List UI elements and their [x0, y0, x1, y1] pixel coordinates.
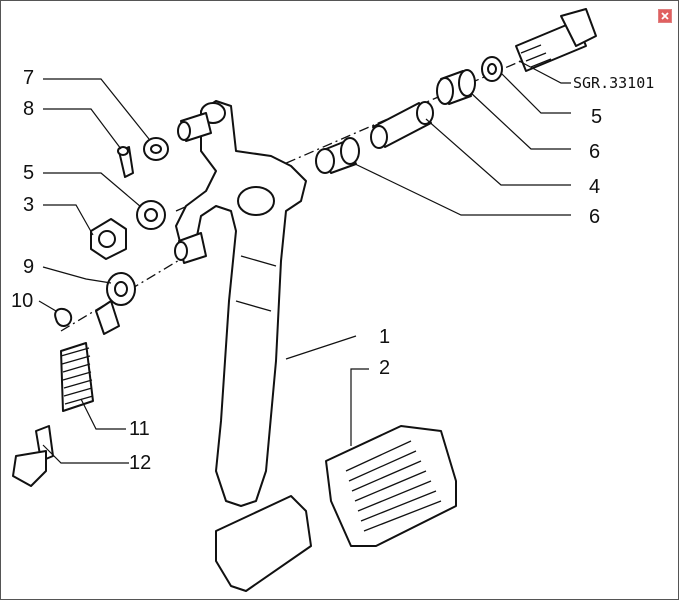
washer-5-left [136, 200, 166, 230]
label-5-right: 5 [591, 106, 602, 128]
label-5-left: 5 [23, 162, 34, 184]
pedal-pad-2 [325, 425, 457, 547]
washer-5-top [481, 56, 503, 82]
pedal-arm-1 [174, 100, 307, 507]
label-3: 3 [23, 194, 34, 216]
clip-10 [54, 307, 73, 327]
bolt [515, 8, 597, 72]
label-6-top: 6 [589, 141, 600, 163]
label-6-lower: 6 [589, 206, 600, 228]
nut-3 [90, 218, 127, 260]
label-9: 9 [23, 256, 34, 278]
spacer-tube-4 [370, 101, 434, 149]
label-11: 11 [129, 418, 150, 440]
leader-lines [38, 60, 571, 464]
reference-code-label: SGR.33101 [573, 74, 654, 92]
spring-11 [60, 342, 94, 412]
close-x-icon [659, 10, 671, 22]
label-4: 4 [589, 176, 600, 198]
label-2: 2 [379, 357, 390, 379]
rod-end-12 [12, 425, 54, 487]
label-7: 7 [23, 67, 34, 89]
bushing-6-top [436, 69, 476, 105]
label-8: 8 [23, 98, 34, 120]
label-1: 1 [379, 326, 390, 348]
split-pin-8 [117, 146, 134, 178]
washer-7 [143, 137, 169, 161]
label-12: 12 [129, 452, 151, 474]
axis-line-lower [60, 255, 187, 332]
close-button[interactable] [658, 9, 672, 23]
bushing-6-lower [315, 137, 360, 174]
clevis-9 [95, 272, 136, 335]
pedal-foot-base [215, 495, 312, 592]
label-10: 10 [11, 290, 33, 312]
